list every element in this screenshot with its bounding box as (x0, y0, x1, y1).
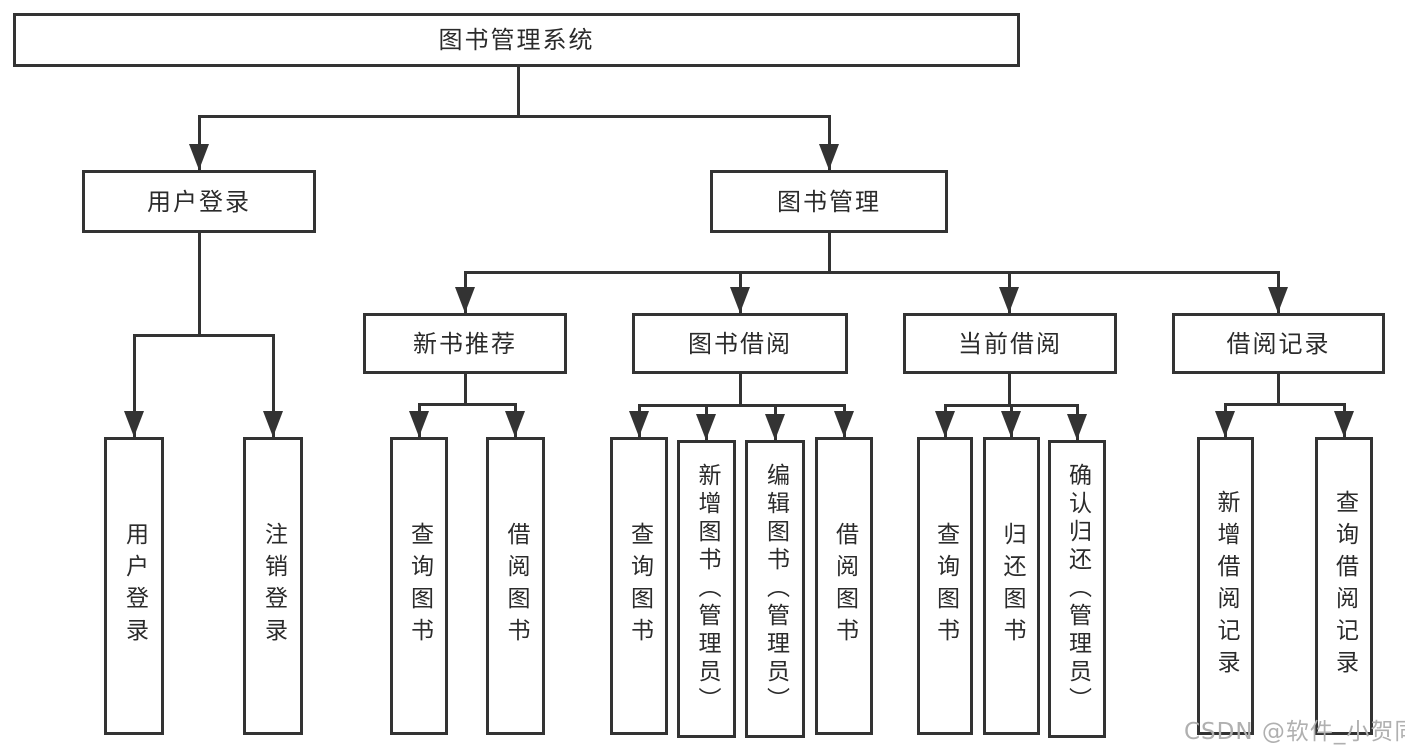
connector-line (1224, 403, 1346, 406)
node-new-book-recommend: 新书推荐 (363, 313, 567, 374)
leaf-bb-add-books-admin: 新增图书（管理员） (677, 440, 736, 738)
node-book-management-label: 图书管理 (777, 187, 881, 216)
node-book-borrow-label: 图书借阅 (688, 329, 792, 358)
arrowhead-down-icon (455, 287, 475, 313)
arrowhead-down-icon (505, 411, 525, 437)
node-book-borrow: 图书借阅 (632, 313, 848, 374)
leaf-cb-confirm-return-admin: 确认归还（管理员） (1048, 440, 1106, 738)
arrowhead-down-icon (1001, 411, 1021, 437)
leaf-logout: 注销登录 (243, 437, 303, 735)
arrowhead-down-icon (935, 411, 955, 437)
leaf-bb-borrow-books-label: 借阅图书 (831, 522, 858, 650)
leaf-cb-query-books-label: 查询图书 (932, 522, 959, 650)
leaf-cb-confirm-return-admin-label: 确认归还（管理员） (1064, 463, 1091, 715)
connector-line (828, 115, 831, 170)
node-book-management: 图书管理 (710, 170, 948, 233)
node-borrow-records: 借阅记录 (1172, 313, 1385, 374)
arrowhead-down-icon (696, 414, 716, 440)
connector-line (198, 231, 201, 336)
node-current-borrow-label: 当前借阅 (958, 329, 1062, 358)
csdn-watermark: CSDN @软件_小贺同学 (1184, 719, 1405, 745)
arrowhead-down-icon (819, 144, 839, 170)
connector-line (464, 372, 467, 405)
leaf-nbr-query-books: 查询图书 (390, 437, 448, 735)
arrowhead-down-icon (629, 411, 649, 437)
arrowhead-down-icon (1268, 287, 1288, 313)
leaf-br-query-record: 查询借阅记录 (1315, 437, 1373, 735)
connector-line (198, 115, 201, 170)
arrowhead-down-icon (1067, 414, 1087, 440)
leaf-user-login: 用户登录 (104, 437, 164, 735)
leaf-nbr-borrow-books: 借阅图书 (486, 437, 545, 735)
leaf-bb-edit-books-admin: 编辑图书（管理员） (745, 440, 805, 738)
node-new-book-recommend-label: 新书推荐 (413, 329, 517, 358)
node-root: 图书管理系统 (13, 13, 1020, 67)
leaf-nbr-borrow-books-label: 借阅图书 (503, 522, 529, 650)
arrowhead-down-icon (1215, 411, 1235, 437)
node-user-login-branch: 用户登录 (82, 170, 316, 233)
arrowhead-down-icon (124, 411, 144, 437)
arrowhead-down-icon (765, 414, 785, 440)
node-borrow-records-label: 借阅记录 (1226, 329, 1331, 358)
leaf-br-add-record-label: 新增借阅记录 (1213, 490, 1239, 682)
node-user-login-branch-label: 用户登录 (147, 187, 251, 216)
node-current-borrow: 当前借阅 (903, 313, 1117, 374)
leaf-cb-return-books-label: 归还图书 (999, 522, 1025, 650)
leaf-br-query-record-label: 查询借阅记录 (1331, 490, 1358, 682)
connector-line (1277, 372, 1280, 405)
connector-line (828, 231, 831, 273)
connector-line (133, 334, 136, 437)
leaf-bb-add-books-admin-label: 新增图书（管理员） (694, 463, 720, 715)
leaf-bb-query-books: 查询图书 (610, 437, 668, 735)
leaf-cb-return-books: 归还图书 (983, 437, 1040, 735)
arrowhead-down-icon (263, 411, 283, 437)
connector-line (464, 271, 1280, 274)
arrowhead-down-icon (189, 144, 209, 170)
leaf-nbr-query-books-label: 查询图书 (406, 522, 433, 650)
connector-line (418, 403, 517, 406)
connector-line (638, 404, 846, 407)
connector-line (739, 372, 742, 406)
leaf-user-login-label: 用户登录 (121, 522, 148, 650)
leaf-cb-query-books: 查询图书 (917, 437, 973, 735)
connector-line (272, 334, 275, 437)
connector-line (517, 66, 520, 117)
connector-line (198, 115, 831, 118)
leaf-logout-label: 注销登录 (260, 522, 287, 650)
arrowhead-down-icon (409, 411, 429, 437)
connector-line (1008, 372, 1011, 406)
leaf-br-add-record: 新增借阅记录 (1197, 437, 1254, 735)
arrowhead-down-icon (1334, 411, 1354, 437)
leaf-bb-borrow-books: 借阅图书 (815, 437, 873, 735)
arrowhead-down-icon (834, 411, 854, 437)
connector-line (133, 334, 275, 337)
node-root-label: 图书管理系统 (438, 26, 595, 54)
leaf-bb-edit-books-admin-label: 编辑图书（管理员） (762, 463, 789, 715)
arrowhead-down-icon (999, 287, 1019, 313)
arrowhead-down-icon (730, 287, 750, 313)
leaf-bb-query-books-label: 查询图书 (626, 522, 653, 650)
